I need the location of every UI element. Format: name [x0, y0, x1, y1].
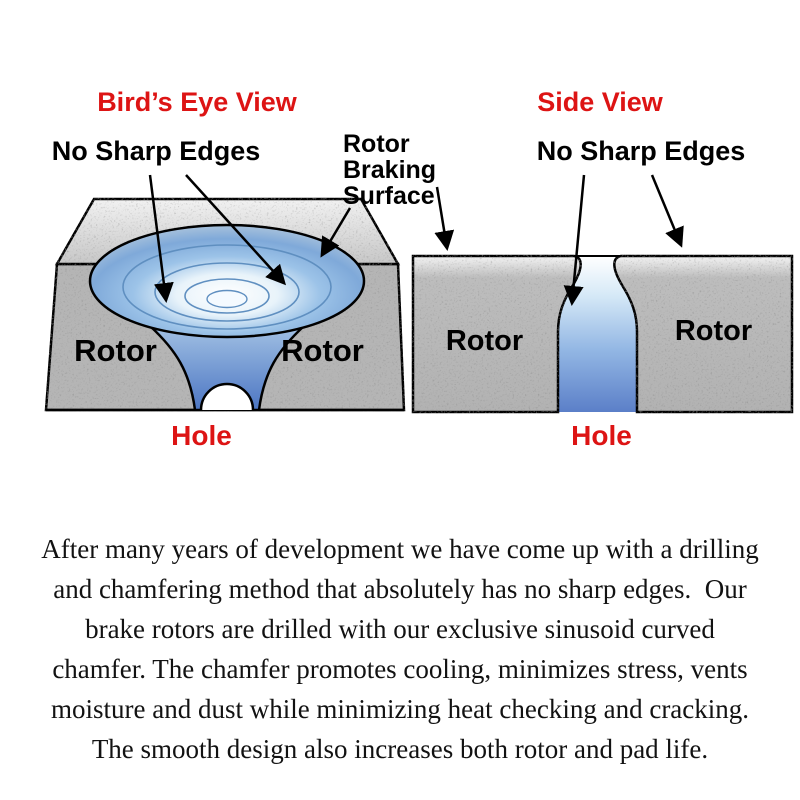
arrow-right-edge-2	[650, 174, 684, 248]
sideview-title: Side View	[537, 87, 663, 117]
arrow-braking-surface-left	[320, 207, 352, 258]
rotor-braking-surface-line3: Surface	[343, 182, 435, 210]
paragraph-line: brake rotors are drilled with our exclus…	[85, 614, 715, 644]
rotor-braking-surface-line1: Rotor	[343, 130, 410, 158]
birdseye-crater-rim	[88, 223, 366, 339]
sideview-hole-label: Hole	[571, 420, 632, 451]
birdseye-no-sharp-edges-label: No Sharp Edges	[51, 136, 261, 166]
rotor-braking-surface-line2: Braking	[343, 156, 437, 184]
crater-center-hole	[206, 289, 248, 309]
paragraph-line: moisture and dust while minimizing heat …	[50, 694, 750, 724]
birdseye-rotor-right-label: Rotor	[281, 333, 364, 368]
crater-contour-ring-1	[122, 244, 332, 330]
paragraph-line: and chamfering method that absolutely ha…	[53, 574, 747, 604]
rotor-braking-surface-label: Rotor Braking Surface	[343, 131, 463, 209]
birdseye-hole-label: Hole	[171, 420, 232, 451]
arrow-left-edge-1	[148, 174, 174, 303]
paragraph-line: After many years of development we have …	[41, 534, 759, 564]
paragraph-line: chamfer. The chamfer promotes cooling, m…	[52, 654, 748, 684]
sideview-rotor-right-label: Rotor	[674, 315, 753, 347]
birdseye-title: Bird’s Eye View	[97, 87, 297, 117]
description-paragraph: After many years of development we have …	[0, 529, 800, 769]
arrow-left-edge-2	[185, 174, 287, 286]
birdseye-hole-notch-rim	[199, 382, 255, 411]
sideview-rotor-left-label: Rotor	[445, 325, 524, 357]
birdseye-rotor-left-label: Rotor	[74, 333, 157, 368]
sideview-right-rotor-block	[613, 254, 794, 414]
birdseye-chamfer-channel	[150, 326, 304, 410]
sideview-rotor-illustration	[411, 254, 794, 414]
paragraph-line: The smooth design also increases both ro…	[91, 734, 709, 764]
birdseye-channel-right-edge	[257, 325, 305, 411]
sideview-no-sharp-edges-label: No Sharp Edges	[536, 136, 746, 166]
arrow-braking-surface-right	[434, 186, 455, 251]
birdseye-rotor-illustration	[44, 197, 406, 412]
birdseye-hole-notch	[201, 384, 253, 410]
birdseye-channel-left-edge	[149, 325, 197, 411]
arrow-right-edge-1	[563, 174, 586, 306]
callout-arrows	[148, 174, 684, 306]
crater-contour-ring-3	[184, 278, 270, 314]
